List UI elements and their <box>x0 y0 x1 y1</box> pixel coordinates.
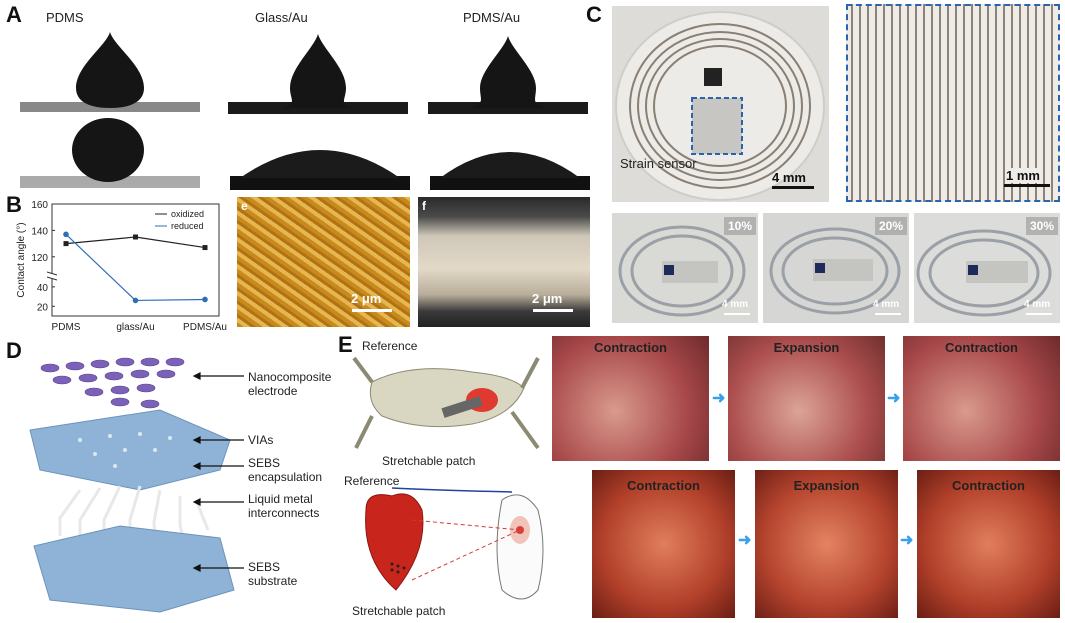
drop-glass-au-oxidized <box>228 34 408 114</box>
strain-10-scalebar <box>724 313 750 315</box>
panel-d-letter: D <box>6 338 22 363</box>
callout-nanocomposite-electrode: Nanocomposite electrode <box>248 370 332 398</box>
point-oxidized <box>63 241 69 247</box>
coil-scalebar <box>772 186 814 189</box>
label-pdms-au: PDMS/Au <box>463 10 521 25</box>
strain-10-scale: 4 mm <box>722 299 749 310</box>
micrograph-f-scale: 2 μm <box>532 291 563 306</box>
r1-label-3: Contraction <box>945 340 1018 355</box>
r1-label-2: Expansion <box>773 340 840 355</box>
callout-leaders <box>192 372 244 572</box>
surgery-photo-r2-2: Expansion <box>755 470 898 618</box>
drop-pdms-oxidized <box>20 32 200 112</box>
micrograph-e-label: e <box>241 199 248 213</box>
legend-label-reduced: reduced <box>171 221 204 231</box>
y-tick-label: 20 <box>37 302 49 313</box>
frog-illustration <box>352 356 540 450</box>
drop-glass-au-reduced <box>230 150 410 190</box>
y-tick-label: 160 <box>31 200 48 211</box>
r1-label-1: Contraction <box>594 340 667 355</box>
panel-c-letter: C <box>586 2 602 27</box>
y-tick-label: 120 <box>31 253 48 264</box>
x-tick-label: PDMS <box>52 322 81 333</box>
sensor-zoom-photo: 1 mm <box>846 4 1060 202</box>
arrow-r2-2: ➜ <box>900 532 914 549</box>
panel-b-letter: B <box>6 192 22 217</box>
callout-vias: VIAs <box>248 433 274 447</box>
drop-pdms-au-oxidized <box>428 36 588 114</box>
device-exploded-diagram <box>29 357 235 613</box>
chart-frame <box>51 203 220 317</box>
surgery-photo-r2-1: Contraction <box>592 470 735 618</box>
strain-label-20: 20% <box>875 217 908 235</box>
reference-top: Reference <box>362 339 418 353</box>
y-tick-label: 140 <box>31 226 48 237</box>
y-axis-label: Contact angle (°) <box>16 222 27 297</box>
strain-20-scale: 4 mm <box>873 299 900 310</box>
sensor-coil-photo: Strain sensor 4 mm <box>612 6 829 202</box>
callout-liquid-metal: Liquid metal interconnects <box>248 492 320 520</box>
r2-label-3: Contraction <box>952 478 1025 493</box>
micrograph-e-scale: 2 μm <box>351 291 382 306</box>
strain-30-scalebar <box>1026 313 1052 315</box>
axis-break-mark-1 <box>46 271 58 276</box>
x-tick-label: PDMS/Au <box>183 322 227 333</box>
surgery-photo-r1-2: Expansion <box>728 336 885 461</box>
point-reduced <box>202 296 208 303</box>
strain-sensor-label: Strain sensor <box>620 156 697 171</box>
x-tick-label: glass/Au <box>116 322 154 333</box>
micrograph-f-scalebar <box>533 309 573 312</box>
arrow-r1-1: ➜ <box>712 390 726 407</box>
r2-label-2: Expansion <box>793 478 860 493</box>
strain-label-30: 30% <box>1026 217 1059 235</box>
arrow-r2-1: ➜ <box>738 532 752 549</box>
strain-photo-30: 30% 4 mm <box>914 213 1060 323</box>
strain-photo-10: 10% 4 mm <box>612 213 758 323</box>
zoom-scalebar <box>1004 184 1050 187</box>
droplet-images <box>20 32 590 190</box>
panel-a-letter: A <box>6 2 22 27</box>
drop-pdms-reduced <box>20 118 200 188</box>
strain-label-10: 10% <box>724 217 757 235</box>
micrograph-e-scalebar <box>352 309 392 312</box>
strain-photo-20: 20% 4 mm <box>763 213 909 323</box>
heart-rabbit-illustration <box>365 487 544 600</box>
label-pdms: PDMS <box>46 10 84 25</box>
axis-break-gap <box>48 273 56 279</box>
y-tick-label: 40 <box>37 283 49 294</box>
patch-bottom: Stretchable patch <box>352 604 446 618</box>
micrograph-f-label: f <box>422 199 426 213</box>
point-reduced <box>63 231 69 238</box>
legend-label-oxidized: oxidized <box>171 209 204 219</box>
point-oxidized <box>202 245 208 251</box>
patch-top: Stretchable patch <box>382 454 476 468</box>
micrograph-f: f 2 μm <box>418 197 590 327</box>
surgery-photo-r2-3: Contraction <box>917 470 1060 618</box>
strain-20-scalebar <box>875 313 901 315</box>
r2-label-1: Contraction <box>627 478 700 493</box>
point-oxidized <box>133 234 138 240</box>
axis-break-mark-2 <box>46 276 58 281</box>
coil-scale: 4 mm <box>772 170 806 185</box>
surgery-photo-r1-3: Contraction <box>903 336 1060 461</box>
point-reduced <box>132 297 139 304</box>
callout-sebs-encapsulation: SEBS encapsulation <box>248 456 323 484</box>
zoom-scale: 1 mm <box>1006 168 1040 183</box>
micrograph-e: e 2 μm <box>237 197 410 327</box>
drop-pdms-au-reduced <box>430 152 590 190</box>
panel-e-letter: E <box>338 332 353 357</box>
strain-30-scale: 4 mm <box>1024 299 1051 310</box>
surgery-photo-r1-1: Contraction <box>552 336 709 461</box>
callout-sebs-substrate: SEBS substrate <box>248 560 298 588</box>
coil-drawing <box>615 11 825 201</box>
arrow-r1-2: ➜ <box>887 390 901 407</box>
reference-bottom: Reference <box>344 474 400 488</box>
label-glass-au: Glass/Au <box>255 10 308 25</box>
